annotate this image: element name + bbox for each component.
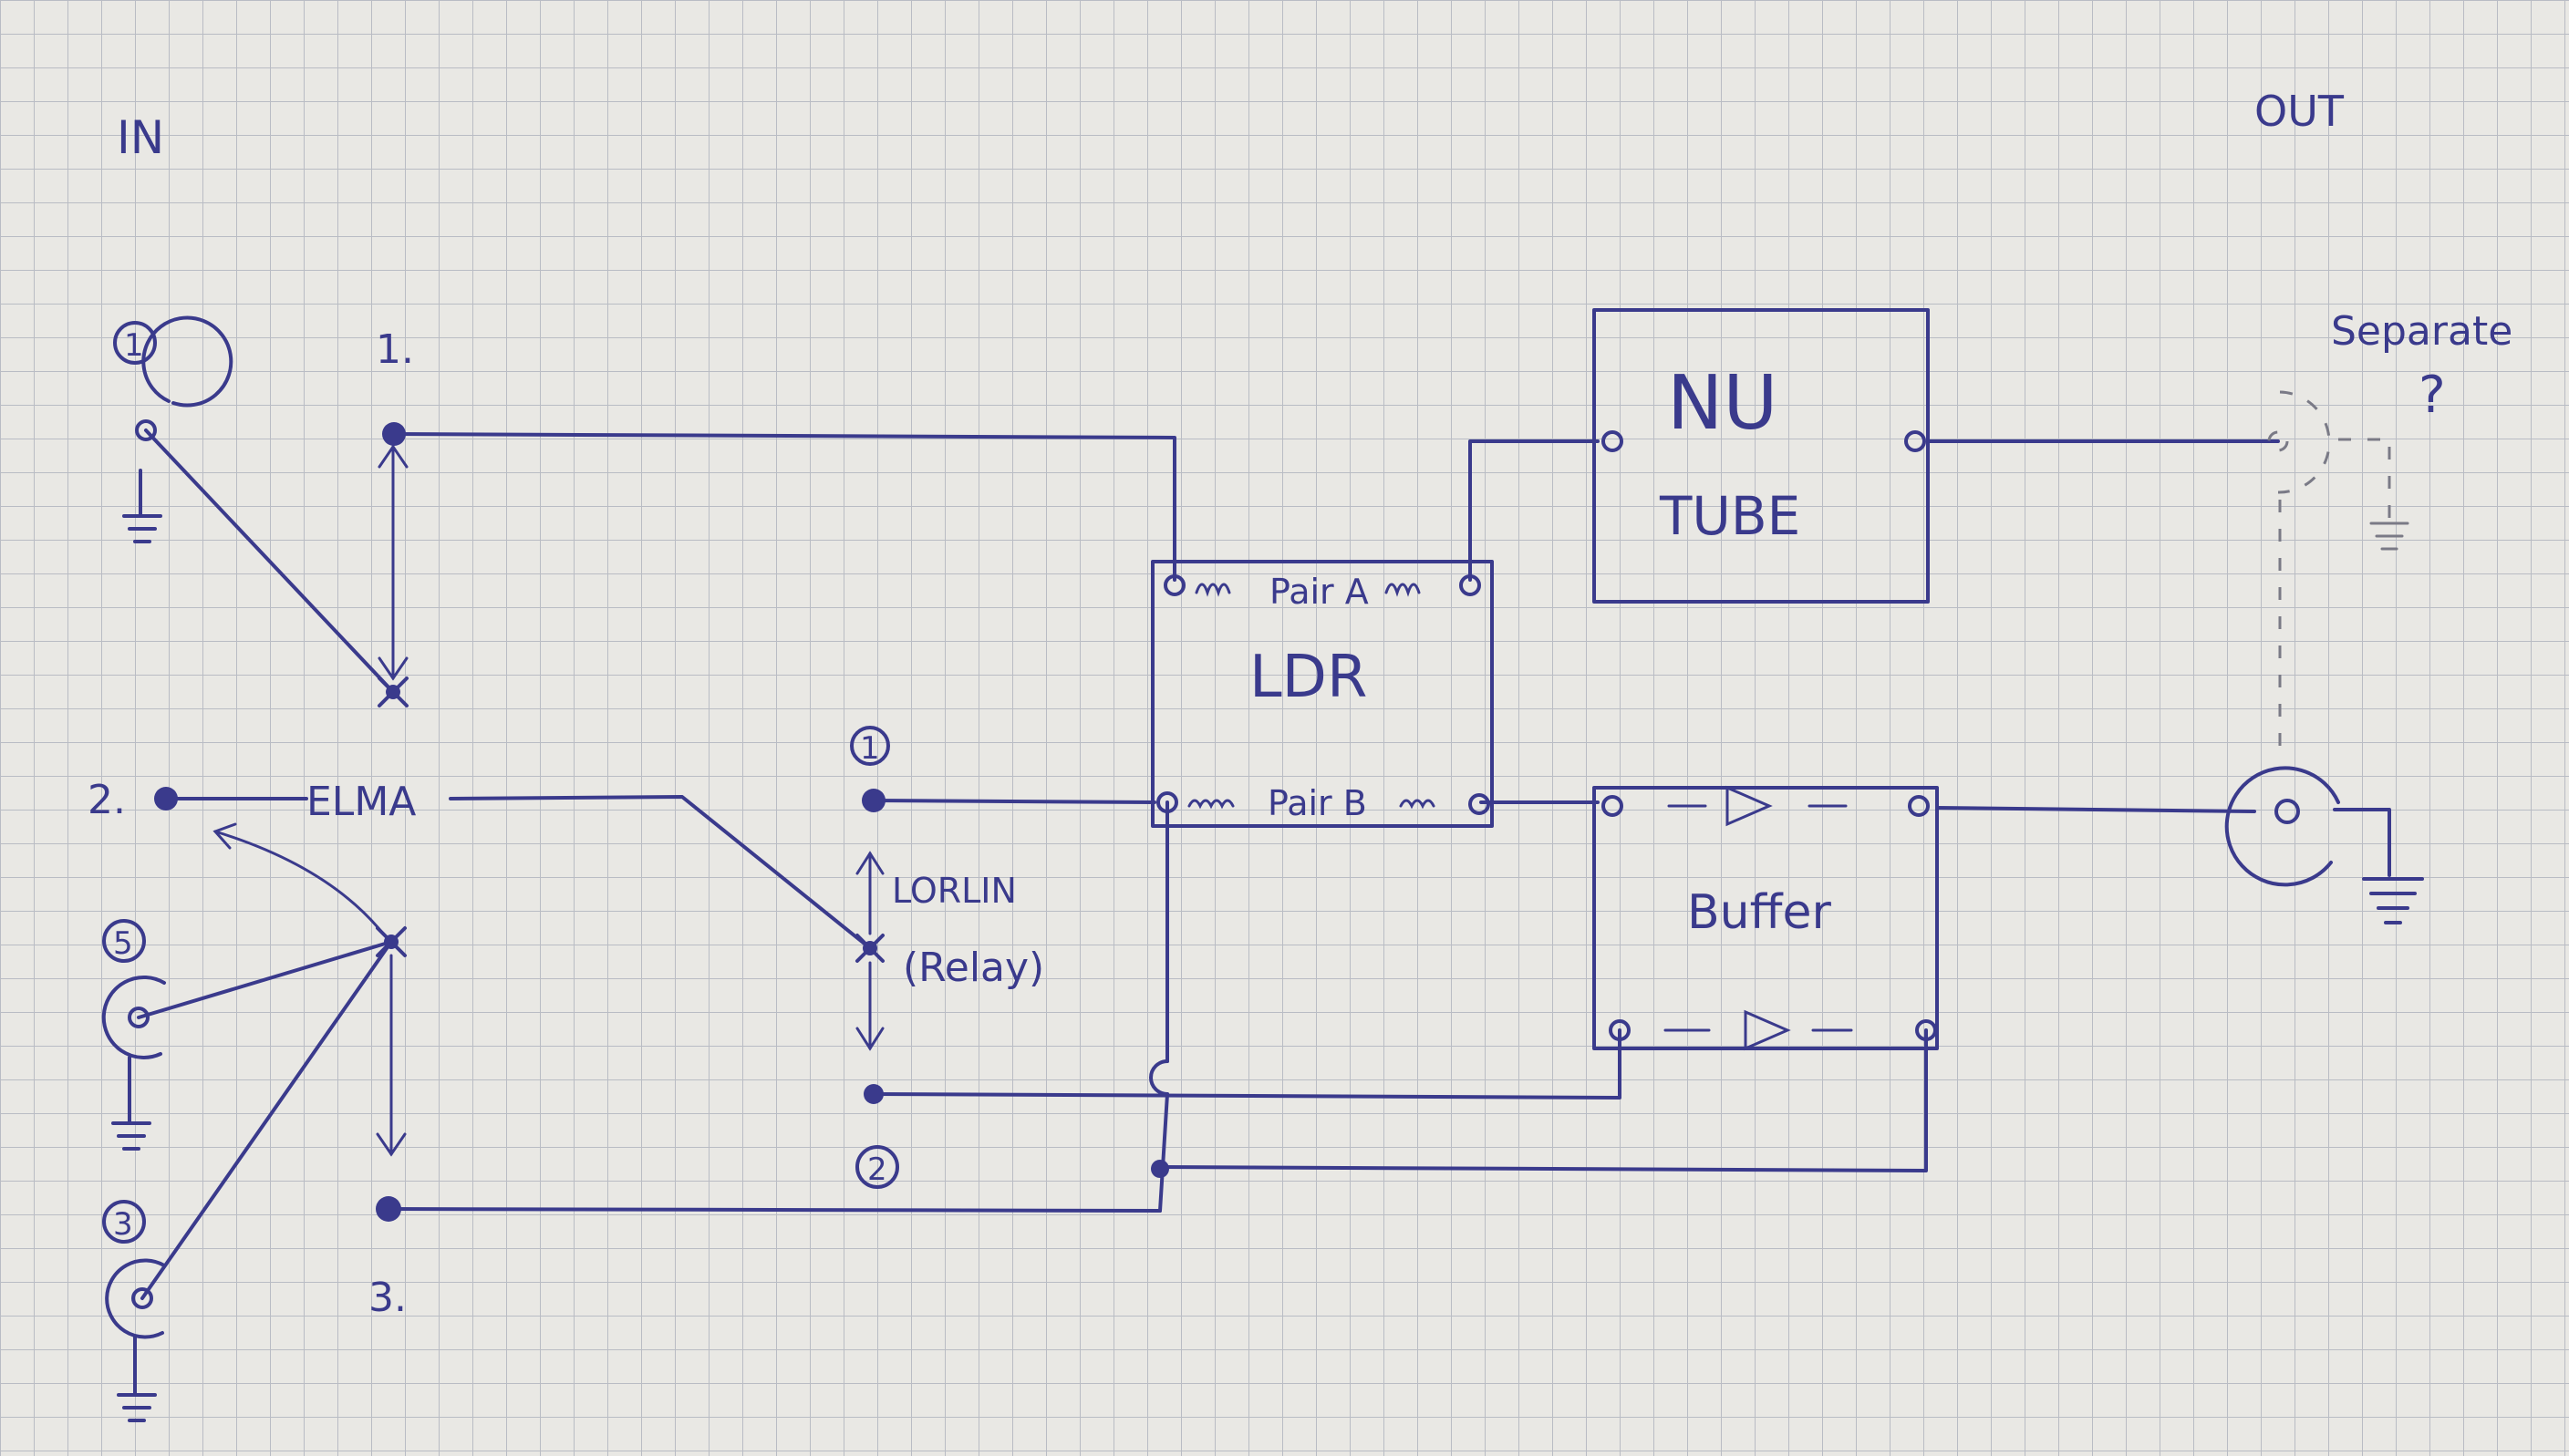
- relay-pos-2-label: 2: [867, 1151, 887, 1188]
- input-selector-switch: 1. 2. 3. ELMA: [88, 326, 416, 1321]
- nu-tube-line1: NU: [1667, 360, 1777, 447]
- wires: [164, 432, 2280, 1213]
- svg-text:3: 3: [113, 1206, 133, 1243]
- lorlin-relay: 1 2 LORLIN (Relay): [850, 726, 1044, 1189]
- input-jack-1: 1: [113, 315, 233, 543]
- switch-pos-2-label: 2.: [88, 777, 126, 823]
- nu-tube-line2: TUBE: [1659, 485, 1800, 547]
- input-jack-3: 3: [102, 1200, 166, 1422]
- label-out: OUT: [2254, 87, 2345, 136]
- ldr-title: LDR: [1249, 644, 1367, 711]
- elma-label: ELMA: [306, 779, 416, 825]
- ldr-pair-a-label: Pair A: [1269, 572, 1369, 612]
- label-in: IN: [117, 111, 164, 164]
- buffer-title: Buffer: [1687, 885, 1831, 940]
- ldr-pair-b-label: Pair B: [1268, 783, 1367, 823]
- output-jack-main: [2224, 766, 2424, 924]
- lorlin-label: LORLIN: [892, 871, 1017, 911]
- relay-label: (Relay): [903, 945, 1044, 991]
- input-jack-5: 5: [101, 919, 166, 1151]
- switch-pos-1-label: 1.: [376, 326, 414, 373]
- svg-text:1: 1: [124, 327, 144, 364]
- switch-pos-3-label: 3.: [368, 1275, 407, 1321]
- relay-pos-1-label: 1: [860, 730, 880, 767]
- buffer-block: Buffer: [1592, 785, 1939, 1051]
- nu-tube-block: NU TUBE: [1592, 308, 1930, 604]
- ldr-block: Pair A LDR Pair B: [1151, 560, 1494, 828]
- svg-text:5: 5: [113, 925, 133, 962]
- label-question: ?: [2419, 366, 2446, 425]
- label-separate: Separate: [2331, 308, 2512, 355]
- output-jack-separate: [2267, 390, 2409, 757]
